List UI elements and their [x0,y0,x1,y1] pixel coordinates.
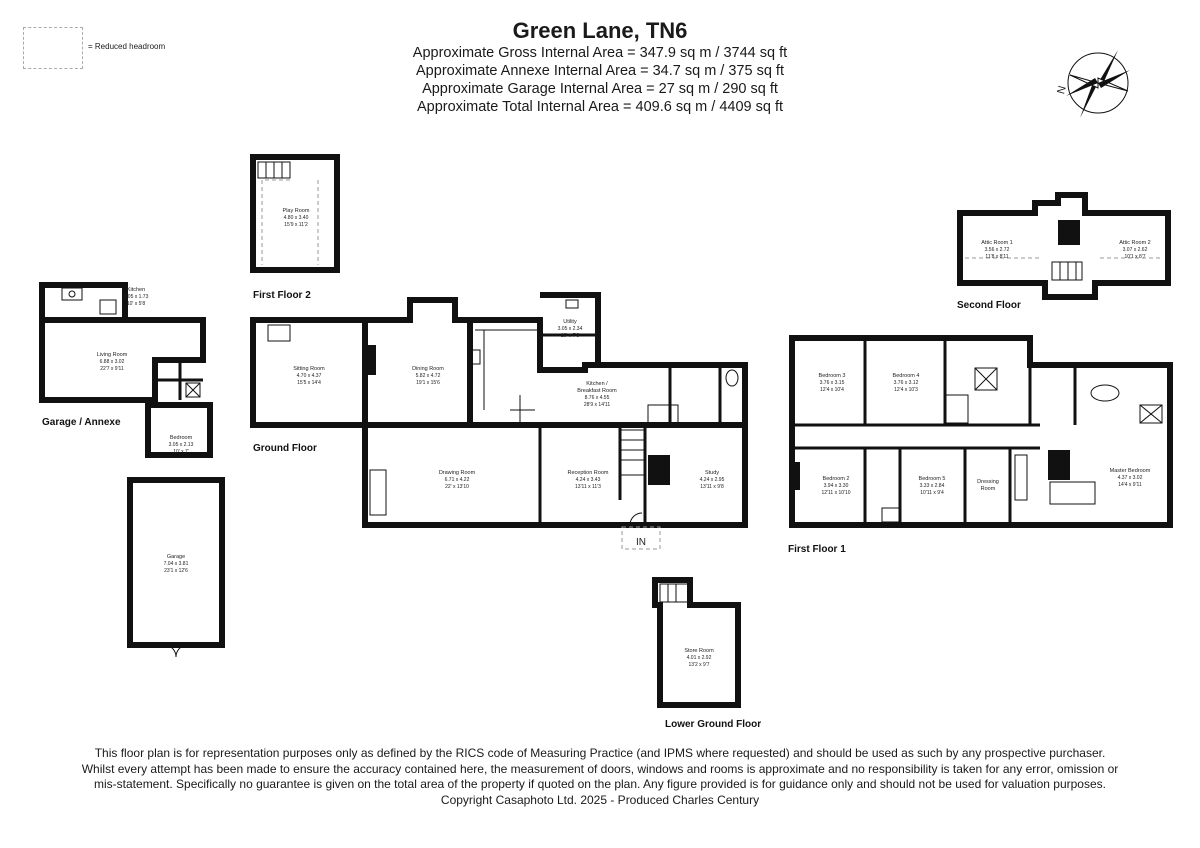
compass-north-label: N [1055,85,1069,96]
floor-label-second: Second Floor [957,300,1021,311]
room-metric: 3.05 x 2.13 [169,442,194,448]
room-imperial: 10'1 x 8'7 [1124,254,1145,260]
room-metric: 4.24 x 2.95 [700,477,725,483]
room-metric: 3.05 x 2.34 [558,326,583,332]
room-imperial: 10' x 7' [173,449,189,455]
room-name: Store Room [684,648,714,654]
entrance-label: IN [636,537,646,548]
plan-title: Green Lane, TN6 [512,18,688,43]
legend-label: = Reduced headroom [88,42,166,51]
room-name: Attic Room 2 [1119,240,1150,246]
reduced-headroom-swatch [23,27,83,69]
floor-label-lower-ground: Lower Ground Floor [665,719,761,730]
room-metric: 7.04 x 3.81 [164,561,189,567]
room-metric: 3.56 x 2.72 [985,247,1010,253]
room-imperial: 12'11 x 10'10 [821,490,850,496]
room-imperial: 23'1 x 12'6 [164,568,188,574]
room-name: Bedroom 4 [893,373,920,379]
room-name: Drawing Room [439,470,476,476]
room-name: Kitchen [127,287,145,293]
floor-label-first-floor-1: First Floor 1 [788,544,846,555]
room-name: Reception Room [568,470,609,476]
room-metric: 3.07 x 2.62 [1123,247,1148,253]
room-metric: 4.80 x 3.40 [284,215,309,221]
room-name: Living Room [97,352,128,358]
room-imperial: 22'7 x 9'11 [100,366,124,372]
room-metric: 3.33 x 2.84 [920,483,945,489]
room-name: Attic Room 1 [981,240,1012,246]
room-name: Garage [167,554,185,560]
room-name: Study [705,470,719,476]
room-metric: 5.82 x 4.72 [416,373,441,379]
room-imperial: 15'9 x 11'2 [284,222,308,228]
gross-internal-area: Approximate Gross Internal Area = 347.9 … [412,45,788,61]
room-name: Utility [563,319,577,325]
total-internal-area: Approximate Total Internal Area = 409.6 … [416,99,784,115]
floor-label-ground: Ground Floor [253,443,317,454]
room-name: Bedroom 3 [819,373,846,379]
room-name: Bedroom [170,435,193,441]
room-imperial: 10'11 x 9'4 [920,490,944,496]
room-imperial: 13'11 x 11'3 [575,484,601,490]
room-imperial: 11'8 x 8'11 [985,254,1008,260]
first-floor-1-plan [789,335,1173,528]
room-imperial: 15'5 x 14'4 [297,380,321,386]
floor-label-garage-annexe: Garage / Annexe [42,417,121,428]
room-metric: 4.70 x 4.37 [297,373,322,379]
lower-ground-floor-plan [652,577,741,708]
room-name: Bedroom 2 [823,476,850,482]
compass-rose-icon: N [1055,50,1130,118]
room-imperial: 28'9 x 14'11 [584,402,611,408]
room-name: Kitchen / [586,381,608,387]
room-name: Sitting Room [293,366,325,372]
room-metric: 4.01 x 2.92 [687,655,712,661]
room-metric: 3.76 x 3.12 [894,380,919,386]
annexe-internal-area: Approximate Annexe Internal Area = 34.7 … [416,63,784,79]
room-imperial: 13'2 x 9'7 [688,662,709,668]
garage-annexe-plan [39,282,225,658]
room-imperial: 13'11 x 9'8 [700,484,724,490]
room-imperial: 10' x 7'8 [561,333,580,339]
ground-floor-plan [250,292,748,550]
first-floor-2-plan [250,154,340,273]
room-metric: 3.76 x 3.15 [820,380,845,386]
second-floor-plan [957,192,1171,300]
room-metric: 3.94 x 3.30 [824,483,849,489]
room-metric: 4.24 x 3.43 [576,477,601,483]
copyright-text: Copyright Casaphoto Ltd. 2025 - Produced… [440,792,760,807]
floor-label-first-floor-2: First Floor 2 [253,290,311,301]
room-imperial: 12'4 x 10'4 [820,387,844,393]
room-imperial: 12'4 x 10'3 [894,387,918,393]
room-name: Play Room [283,208,310,214]
room-name: Master Bedroom [1110,468,1151,474]
room-name-line2: Breakfast Room [577,388,617,394]
room-name: Dressing [977,479,999,485]
room-metric: 8.76 x 4.55 [585,395,610,401]
garage-internal-area: Approximate Garage Internal Area = 27 sq… [422,81,778,97]
room-metric: 6.71 x 4.22 [445,477,470,483]
room-imperial: 22' x 13'10 [445,484,469,490]
room-imperial: 14'4 x 9'11 [1118,482,1142,488]
room-metric: 3.05 x 1.73 [124,294,149,300]
room-metric: 4.37 x 3.02 [1118,475,1143,481]
room-name: Dining Room [412,366,444,372]
room-name: Bedroom 5 [919,476,946,482]
room-imperial: 19'1 x 15'6 [416,380,440,386]
room-name-line2: Room [981,486,996,492]
disclaimer-text: This floor plan is for representation pu… [81,746,1119,791]
disclaimer-block: This floor plan is for representation pu… [78,746,1122,808]
room-metric: 6.88 x 3.02 [100,359,125,365]
room-imperial: 10' x 5'8 [127,301,146,307]
